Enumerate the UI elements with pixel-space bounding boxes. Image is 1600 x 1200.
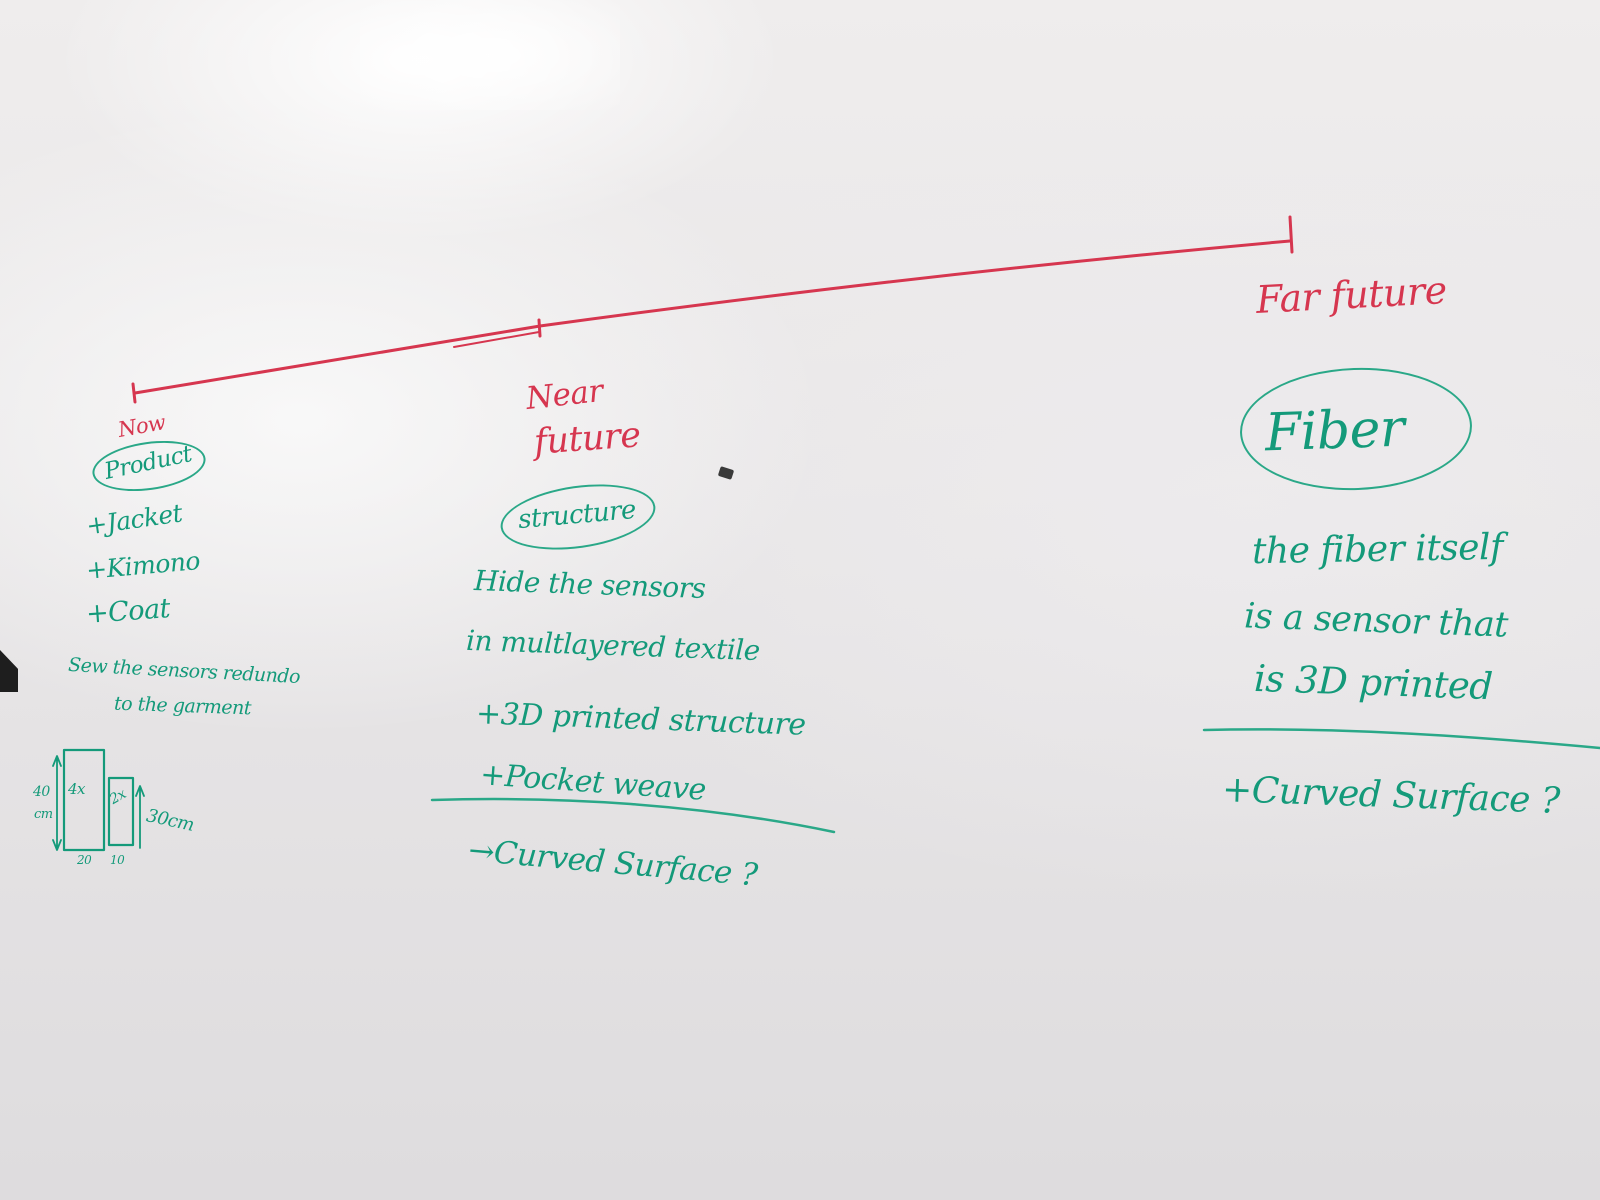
- far-line-1: the fiber itself: [1251, 526, 1504, 573]
- timeline-line: [133, 239, 1292, 395]
- timeline-tick-far: [1288, 215, 1294, 254]
- far-line-3: is 3D printed: [1253, 656, 1494, 709]
- sketch-width-right: 10: [110, 853, 125, 867]
- label-future: future: [532, 415, 642, 463]
- now-note-line-2: to the garment: [113, 692, 252, 720]
- timeline-tick-near: [537, 318, 542, 338]
- light-glare: [360, 0, 620, 110]
- sketch-left-multiplier: 4x: [68, 780, 86, 798]
- near-line-1: Hide the sensors: [473, 563, 707, 606]
- far-divider: [1202, 728, 1600, 750]
- sketch-arrow-right: [135, 785, 145, 849]
- near-divider: [430, 797, 836, 834]
- label-near: Near: [524, 373, 605, 417]
- far-line-2: is a sensor that: [1243, 596, 1509, 646]
- sketch-box-left: [62, 748, 106, 852]
- label-far-future: Far future: [1254, 268, 1448, 322]
- sketch-height-left-value: 40: [33, 784, 50, 800]
- sketch-width-left: 20: [77, 853, 92, 867]
- item-coat: +Coat: [85, 593, 171, 630]
- timeline-tick-now: [131, 382, 137, 404]
- sketch-box-right: [107, 776, 135, 847]
- sketch-arrow-left: [52, 755, 62, 851]
- timeline-near-branch: [453, 331, 540, 348]
- sketch-height-left-unit: cm: [34, 807, 53, 822]
- heading-fiber: Fiber: [1263, 398, 1406, 464]
